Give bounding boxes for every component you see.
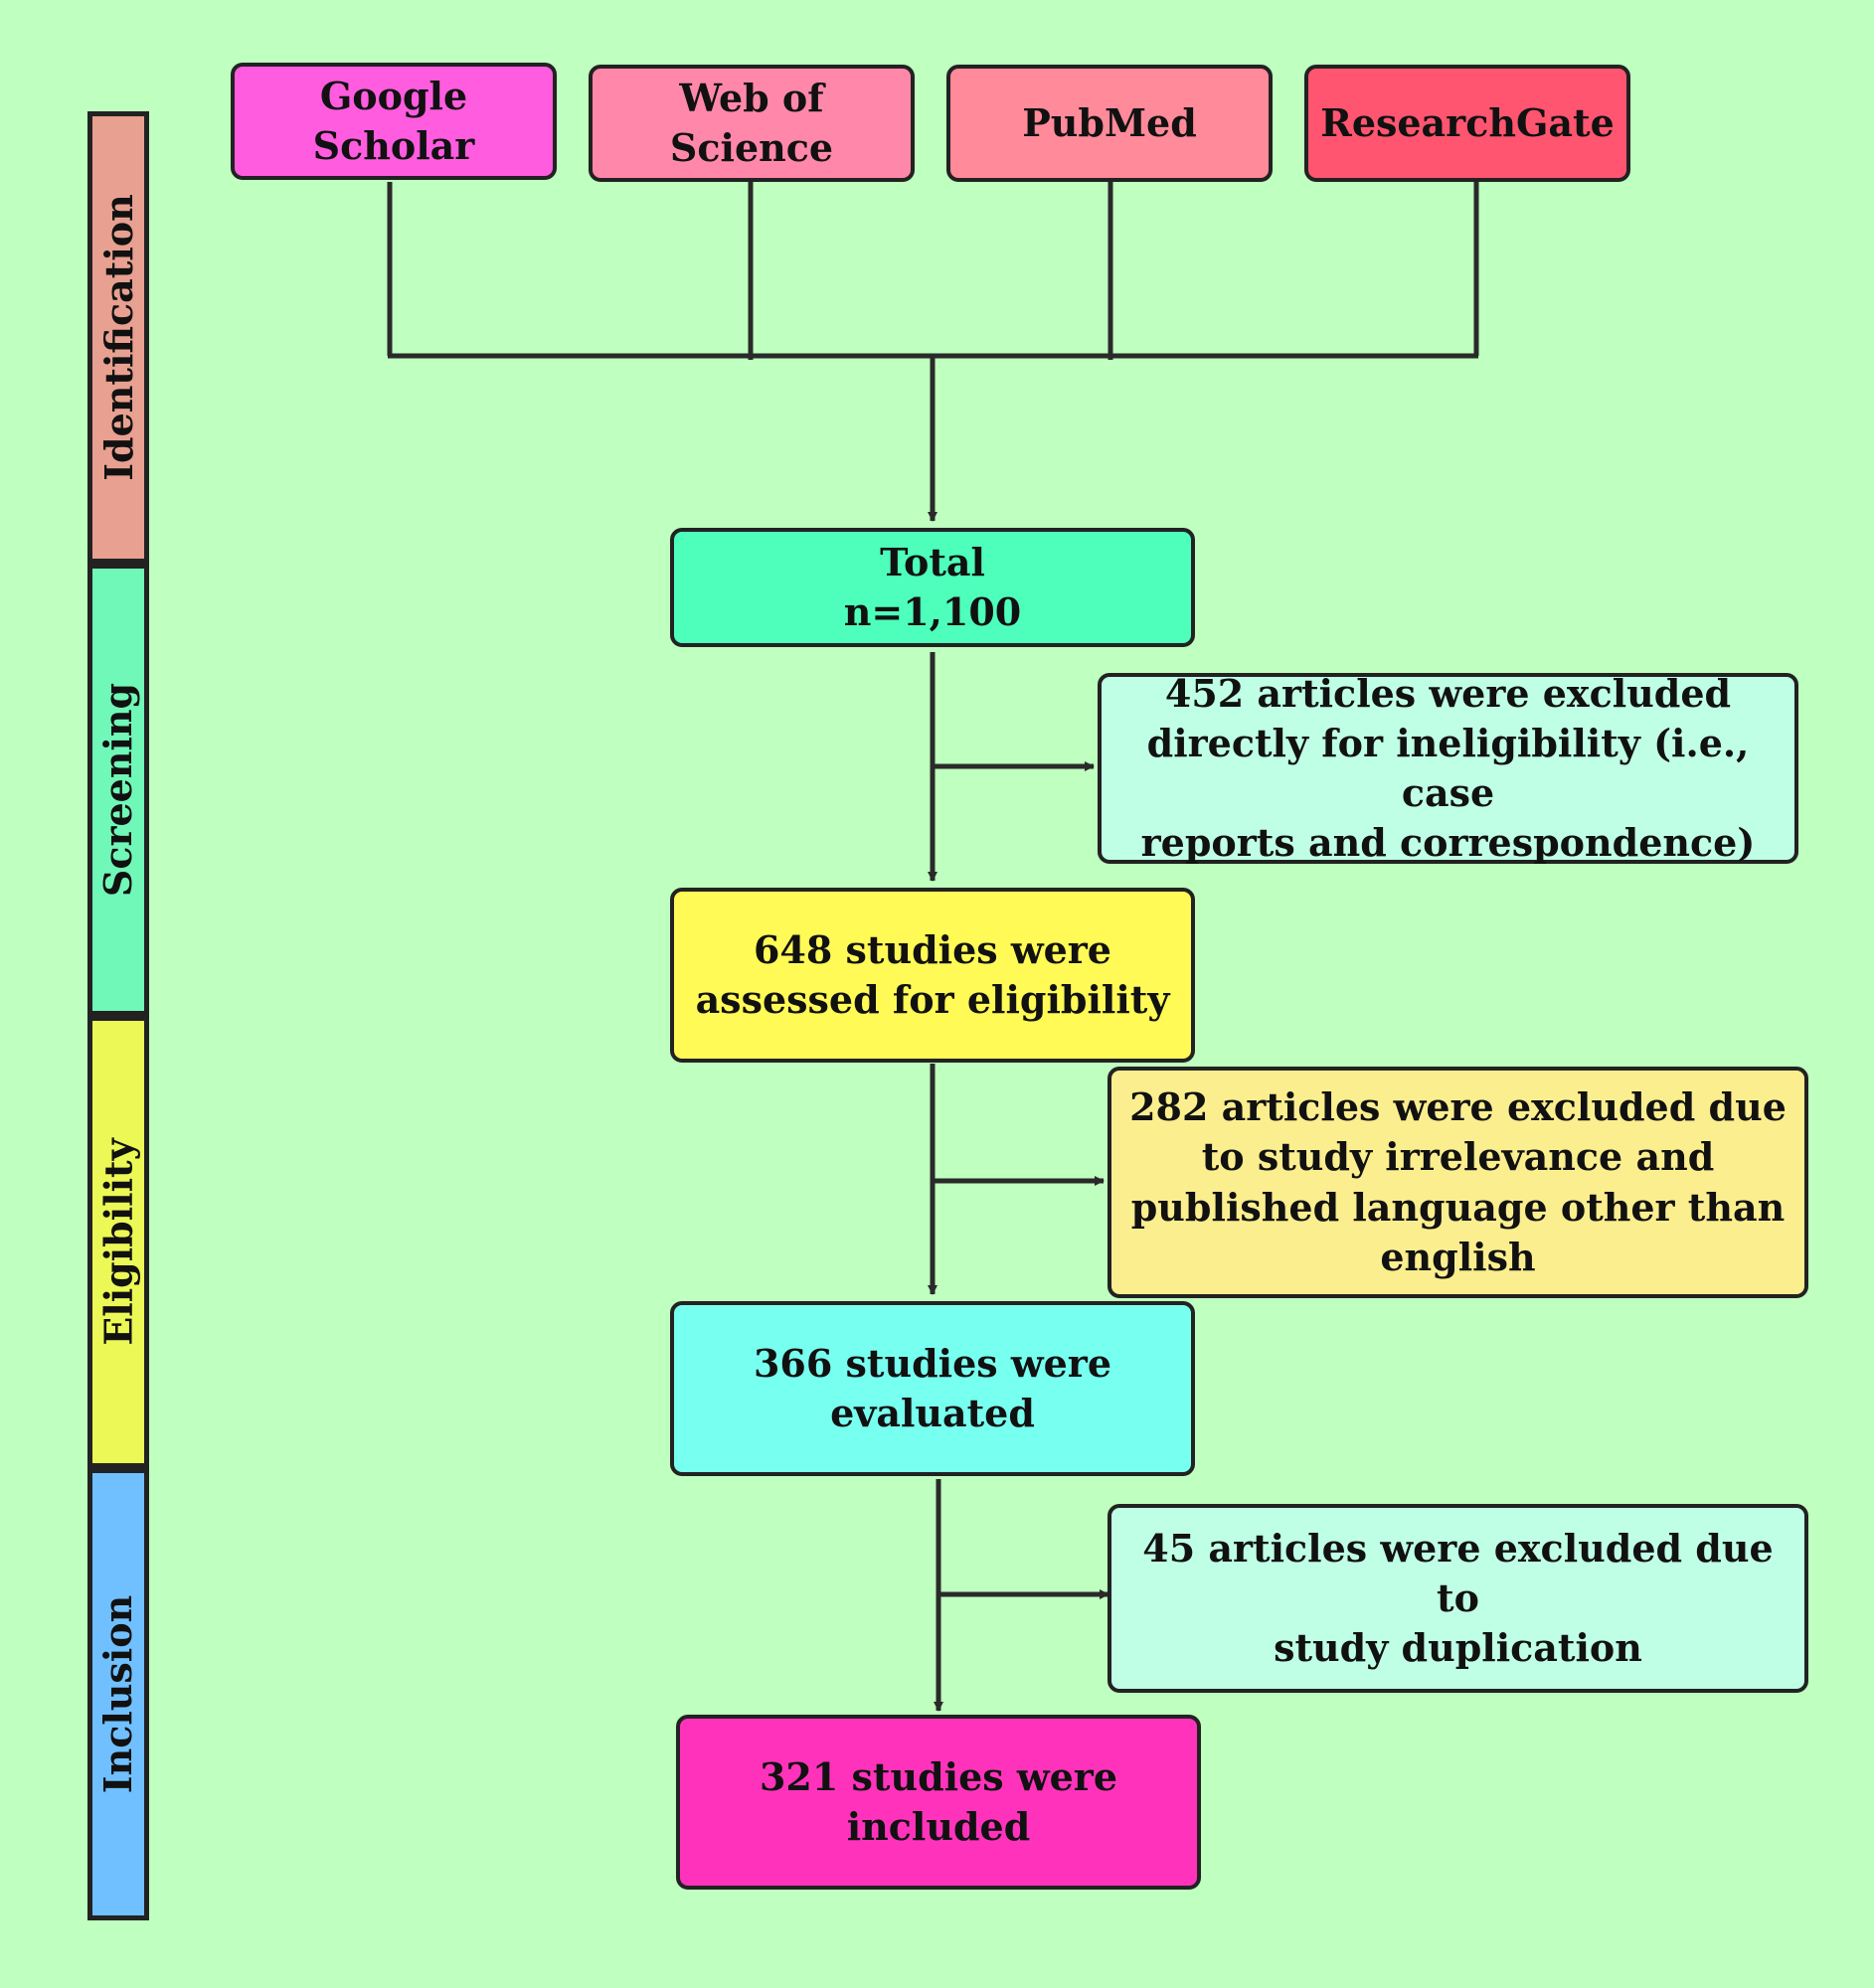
- source-label-web-of-science: Web of Science: [669, 75, 834, 170]
- source-researchgate: ResearchGate: [1304, 65, 1630, 182]
- stage-label-screening: Screening: [95, 682, 141, 898]
- source-label-google-scholar: Google Scholar: [312, 73, 475, 168]
- assessed-text: 648 studies were assessed for eligibilit…: [695, 926, 1170, 1022]
- excluded-duplicates-text: 45 articles were excluded due to study d…: [1142, 1525, 1774, 1671]
- stage-label-inclusion: Inclusion: [95, 1594, 141, 1794]
- source-google-scholar: Google Scholar: [231, 63, 557, 180]
- stage-eligibility: Eligibility: [87, 1016, 149, 1468]
- source-label-pubmed: PubMed: [1022, 99, 1197, 145]
- assessed-box: 648 studies were assessed for eligibilit…: [670, 888, 1195, 1063]
- excluded-ineligible-box: 452 articles were excluded directly for …: [1098, 671, 1798, 865]
- source-label-researchgate: ResearchGate: [1320, 99, 1615, 145]
- total-box: Total n=1,100: [670, 528, 1195, 647]
- evaluated-text: 366 studies were evaluated: [753, 1340, 1112, 1435]
- total-text: Total n=1,100: [843, 539, 1022, 634]
- included-text: 321 studies were included: [759, 1753, 1118, 1849]
- excluded-duplicates-box: 45 articles were excluded due to study d…: [1107, 1504, 1808, 1693]
- excluded-irrelevant-box: 282 articles were excluded due to study …: [1107, 1067, 1808, 1298]
- included-box: 321 studies were included: [676, 1715, 1201, 1890]
- excluded-ineligible-text: 452 articles were excluded directly for …: [1140, 670, 1756, 866]
- stage-inclusion: Inclusion: [87, 1468, 149, 1920]
- excluded-irrelevant-text: 282 articles were excluded due to study …: [1129, 1084, 1787, 1279]
- stage-label-identification: Identification: [95, 194, 141, 481]
- stage-screening: Screening: [87, 564, 149, 1016]
- stage-identification: Identification: [87, 111, 149, 564]
- evaluated-box: 366 studies were evaluated: [670, 1301, 1195, 1476]
- source-web-of-science: Web of Science: [589, 65, 915, 182]
- stage-label-eligibility: Eligibility: [95, 1138, 141, 1346]
- source-pubmed: PubMed: [946, 65, 1273, 182]
